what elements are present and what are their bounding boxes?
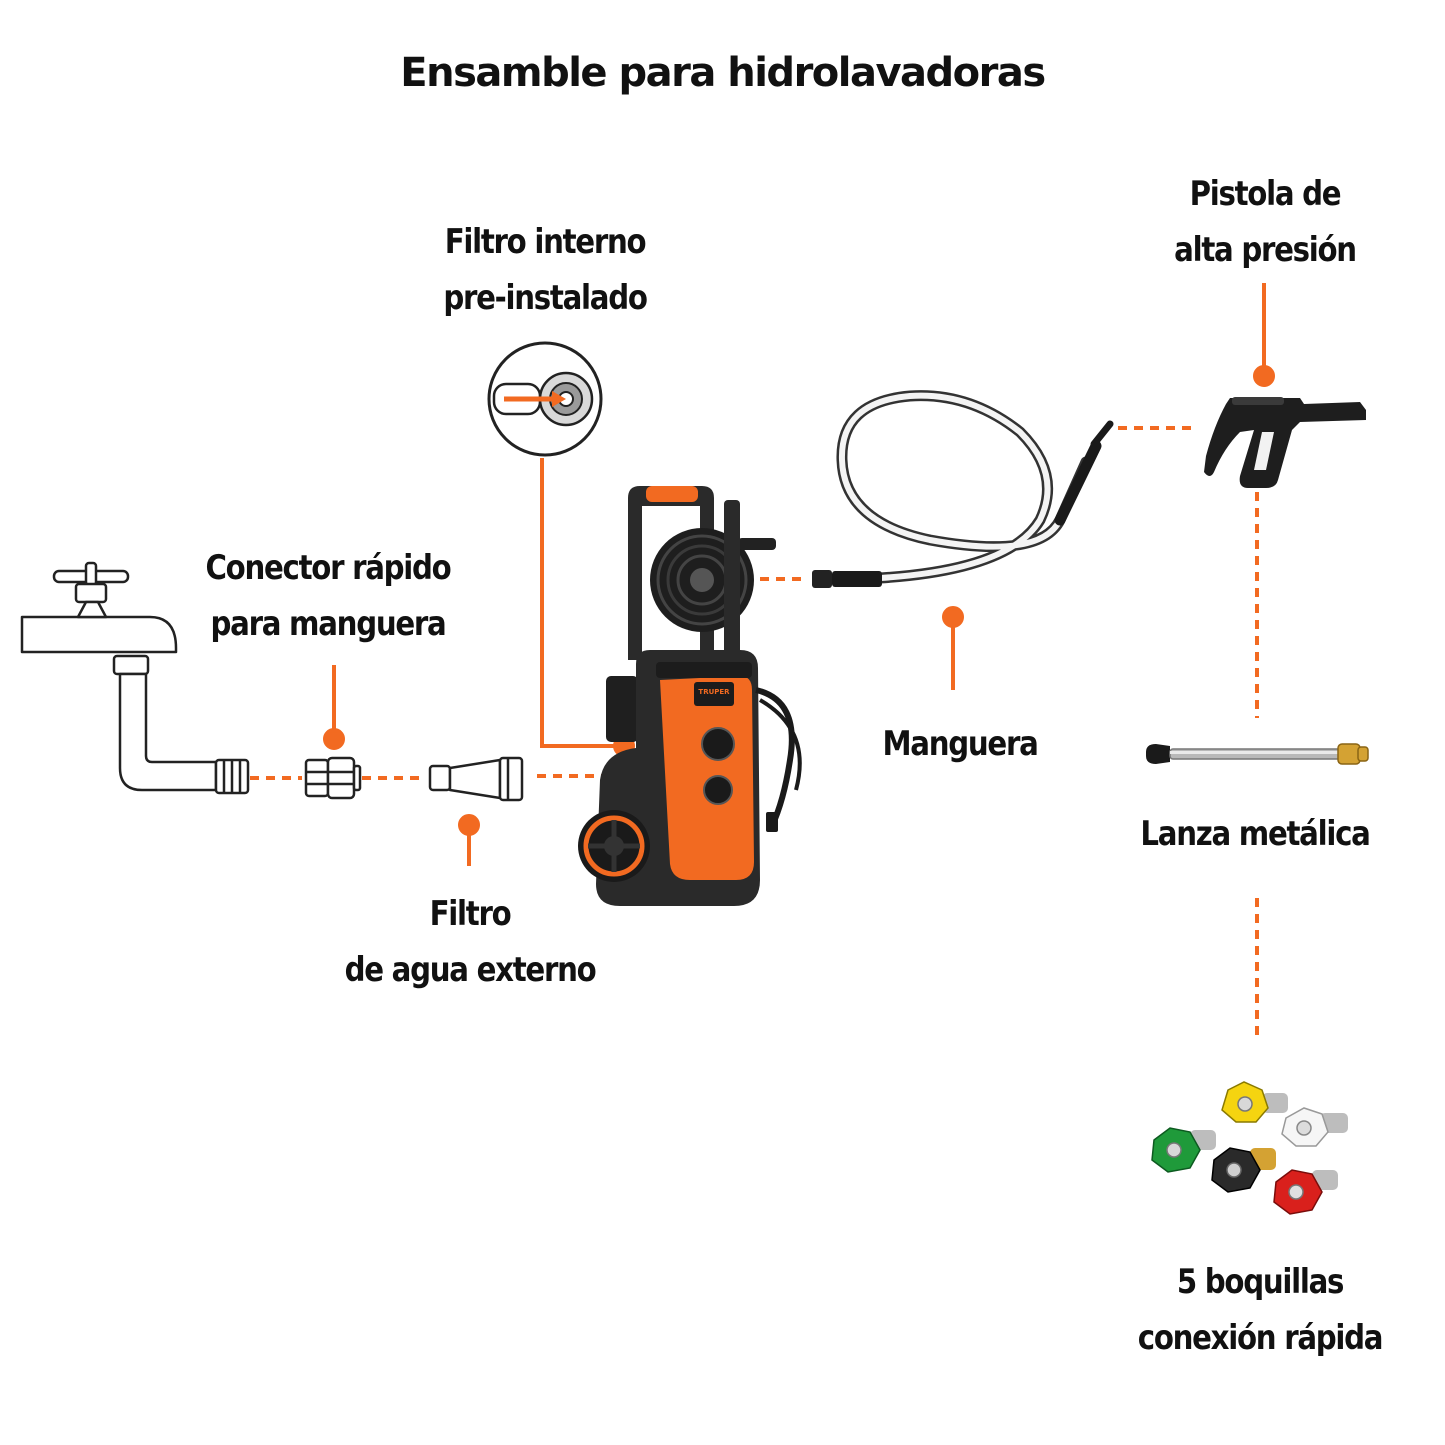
water-filter-icon bbox=[428, 756, 524, 802]
hose-icon bbox=[812, 390, 1114, 588]
label-lanza: Lanza metálica bbox=[1105, 806, 1406, 862]
callout-filtro-externo-dot bbox=[458, 814, 480, 836]
label-filtro-externo: Filtro de agua externo bbox=[315, 886, 625, 998]
label-conector-line1: Conector rápido bbox=[205, 548, 452, 588]
nozzle-set-icon bbox=[1151, 1081, 1348, 1215]
label-pistola: Pistola de alta presión bbox=[1132, 166, 1399, 278]
label-conector-line2: para manguera bbox=[210, 604, 447, 644]
callout-filtro-interno-line bbox=[540, 458, 622, 748]
label-filtro-externo-line2: de agua externo bbox=[344, 950, 597, 990]
callout-manguera-dot bbox=[942, 606, 964, 628]
label-boquillas-line1: 5 boquillas bbox=[1176, 1262, 1345, 1302]
internal-filter-icon bbox=[487, 341, 603, 457]
dotted-connectors bbox=[250, 426, 1259, 1040]
nozzle-red bbox=[1273, 1169, 1338, 1215]
label-lanza-line1: Lanza metálica bbox=[1140, 814, 1370, 854]
label-boquillas-line2: conexión rápida bbox=[1137, 1318, 1384, 1358]
nozzle-white bbox=[1281, 1107, 1348, 1147]
label-pistola-line1: Pistola de bbox=[1189, 174, 1342, 214]
page-title: Ensamble para hidrolavadoras bbox=[400, 50, 1046, 96]
nozzle-green bbox=[1151, 1127, 1216, 1173]
quick-connector-icon bbox=[304, 756, 362, 800]
metal-lance-icon bbox=[1146, 743, 1369, 765]
nozzle-yellow bbox=[1221, 1081, 1288, 1123]
nozzle-black bbox=[1211, 1147, 1276, 1193]
label-pistola-line2: alta presión bbox=[1174, 230, 1357, 270]
label-conector: Conector rápido para manguera bbox=[175, 540, 481, 652]
label-filtro-externo-line1: Filtro bbox=[429, 894, 512, 934]
label-filtro-interno-line1: Filtro interno bbox=[444, 222, 647, 262]
spray-gun-icon bbox=[1204, 397, 1366, 488]
callout-pistola-dot bbox=[1253, 365, 1275, 387]
water-faucet-icon bbox=[20, 561, 250, 795]
label-filtro-interno-line2: pre-instalado bbox=[443, 278, 648, 318]
label-boquillas: 5 boquillas conexión rápida bbox=[1105, 1254, 1415, 1366]
callout-conector-dot bbox=[323, 728, 345, 750]
label-manguera: Manguera bbox=[857, 716, 1063, 772]
label-manguera-line1: Manguera bbox=[882, 724, 1038, 764]
brand-plate-text: TRUPER bbox=[698, 688, 730, 696]
pressure-washer-icon bbox=[578, 486, 802, 906]
label-filtro-interno: Filtro interno pre-instalado bbox=[403, 214, 687, 326]
